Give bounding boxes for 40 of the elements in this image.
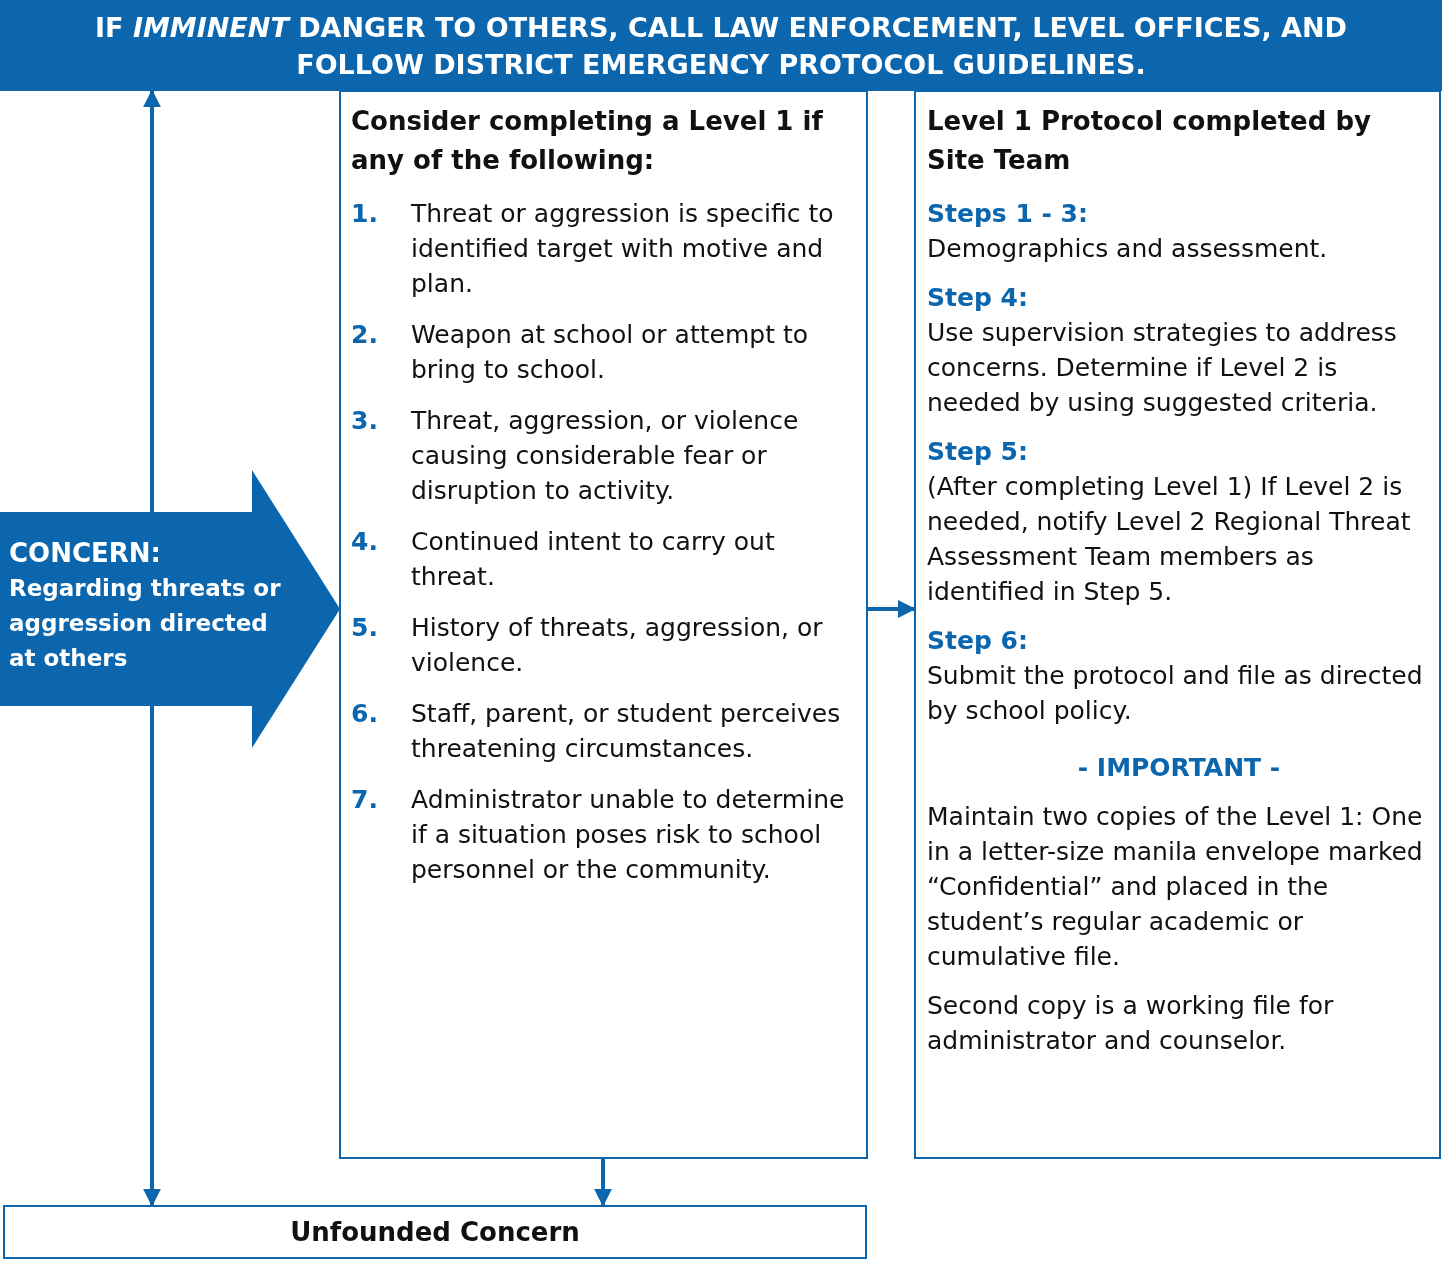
step-heading: Step 4: [927,282,1029,314]
panel-heading: Level 1 Protocol completed by Site Team [927,105,1372,177]
arrow [143,89,161,512]
list-number: 1. [351,198,379,230]
arrow [594,1159,612,1207]
list-number: 6. [351,698,379,730]
banner [0,0,1442,91]
outcome-box [3,1205,867,1259]
step-text: Demographics and assessment. [927,233,1329,265]
list-number: 3. [351,405,379,437]
step-text: (After completing Level 1) If Level 2 is needed, notify Level 2 Regional Threat Assessment Team members as identified in Step 5. [927,471,1412,608]
important-heading: - IMPORTANT - [1076,752,1282,784]
concern-text: Regarding threats or aggression directed at others [9,574,282,673]
list-item-text: Staff, parent, or student perceives threatening circumstances. [411,698,842,765]
banner-text: IF IMMINENT DANGER TO OTHERS, CALL LAW ENFORCEMENT, LEVEL OFFICES, AND FOLLOW DISTRICT EMERGENCY PROTOCOL GUIDELINES. [94,10,1348,82]
step-heading: Step 5: [927,436,1029,468]
arrow [143,706,161,1207]
arrow [868,600,916,618]
list-item-text: Administrator unable to determine if a situation poses risk to school personnel or the community. [411,784,846,886]
list-item-text: Threat or aggression is specific to identified target with motive and plan. [411,198,835,300]
list-number: 2. [351,319,379,351]
panel-heading: Consider completing a Level 1 if any of the following: [351,105,824,177]
list-number: 5. [351,612,379,644]
step-text: Maintain two copies of the Level 1: One in a letter-size manila envelope marked “Confidential” and placed in the student’s regular academic or cumulative file. [927,801,1424,973]
list-item-text: History of threats, aggression, or violence. [411,612,824,679]
list-number: 7. [351,784,379,816]
list-item-text: Weapon at school or attempt to bring to school. [411,319,809,386]
criteria-panel [339,90,868,1159]
list-item-text: Continued intent to carry out threat. [411,526,776,593]
step-text: Second copy is a working file for administrator and counselor. [927,990,1335,1057]
list-number: 4. [351,526,379,558]
concern-arrow [0,470,340,748]
concern-heading: CONCERN: [9,537,162,570]
list-item-text: Threat, aggression, or violence causing considerable fear or disruption to activity. [411,405,800,507]
protocol-panel [914,90,1441,1159]
step-heading: Step 6: [927,625,1029,657]
outcome-text: Unfounded Concern [290,1217,580,1247]
step-heading: Steps 1 - 3: [927,198,1089,230]
step-text: Submit the protocol and file as directed by school policy. [927,660,1424,727]
step-text: Use supervision strategies to address concerns. Determine if Level 2 is needed by using suggested criteria. [927,317,1398,419]
